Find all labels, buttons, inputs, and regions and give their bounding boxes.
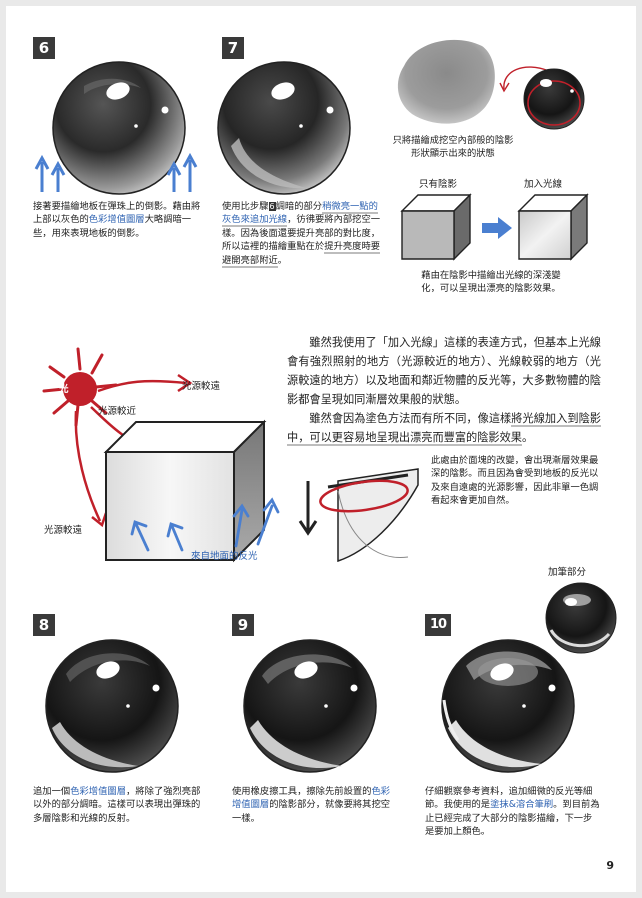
page-number: 9 (606, 859, 614, 872)
cube-with-light (517, 193, 589, 261)
up-arrow-icon (166, 152, 198, 192)
cube-shadow-only (400, 193, 472, 261)
floor-reflection-arrows (130, 497, 280, 552)
step-10-sphere (441, 639, 575, 773)
shadow-only-label: 只有陰影 (419, 179, 458, 190)
edge-note: 此處由於面塊的改變，會出現漸層效果最深的陰影。而且因為會受到地板的反光以及來自遠… (431, 455, 599, 507)
step-7-sphere (217, 61, 351, 195)
up-arrow-icon (34, 154, 66, 192)
added-part-sphere (545, 582, 617, 654)
step-8-sphere (45, 639, 179, 773)
light-source-diagram (42, 347, 193, 528)
body-paragraph-2: 雖然會因為塗色方法而有所不同，像這樣將光線加入到陰影中，可以更容易地呈現出漂亮而… (287, 412, 601, 446)
edge-detail-sketch (298, 468, 419, 563)
shadow-shape-blob (397, 39, 495, 124)
far-light-label-bottom: 光源較遠 (44, 525, 83, 536)
near-light-label: 光源較近 (98, 406, 137, 417)
step-8-text: 追加一個色彩增值圖層，將除了強烈亮部以外的部分調暗。這樣可以表現出彈珠的多層陰影… (33, 786, 201, 824)
step-6-text: 接著要描繪地板在彈珠上的倒影。藉由將上部以灰色的色彩增值圖層大略調暗一些，用來表… (33, 201, 201, 239)
step-10-number: 10 (425, 614, 451, 636)
sun-label: 光 (59, 384, 69, 395)
step-9-text: 使用橡皮擦工具，擦除先前設置的色彩增值圖層的陰影部分，就像要將其挖空一樣。 (232, 786, 391, 824)
large-cube (103, 419, 267, 563)
reference-small-sphere (499, 66, 585, 130)
step-6-sphere (52, 61, 186, 195)
cube-note: 藉由在陰影中描繪出光線的深淺變化，可以呈現出漂亮的陰影效果。 (421, 270, 561, 295)
step-9-sphere (243, 639, 377, 773)
add-light-label: 加入光線 (524, 179, 563, 190)
right-arrow-icon (482, 217, 512, 239)
step-9-number: 9 (232, 614, 254, 636)
far-light-label-top: 光源較遠 (182, 381, 221, 392)
step-8-number: 8 (33, 614, 55, 636)
added-part-label: 加筆部分 (548, 567, 587, 578)
book-page: 6 接著要描繪地板在彈珠上的倒影。藉由將上部以灰色的色彩增值圖層大略調暗一些，用… (6, 6, 636, 892)
step-10-text: 仔細觀察參考資料，追加細微的反光等細節。我使用的是塗抹&溶合筆刷。到目前為止已經… (425, 786, 600, 838)
body-text: 雖然我使用了「加入光線」這樣的表達方式，但基本上光線會有強烈照射的地方（光源較近… (287, 333, 601, 447)
shape-note: 只將描繪成挖空內部般的陰影形狀顯示出來的狀態 (392, 135, 514, 160)
floor-reflection-label: 來自地面的反光 (191, 551, 258, 562)
body-paragraph-1: 雖然我使用了「加入光線」這樣的表達方式，但基本上光線會有強烈照射的地方（光源較近… (287, 336, 601, 406)
step-6-number: 6 (33, 37, 55, 59)
step-7-number: 7 (222, 37, 244, 59)
step-7-text: 使用比步驟6調暗的部分稍微亮一點的灰色來追加光線，彷彿要將內部挖空一樣。因為後面… (222, 201, 381, 268)
